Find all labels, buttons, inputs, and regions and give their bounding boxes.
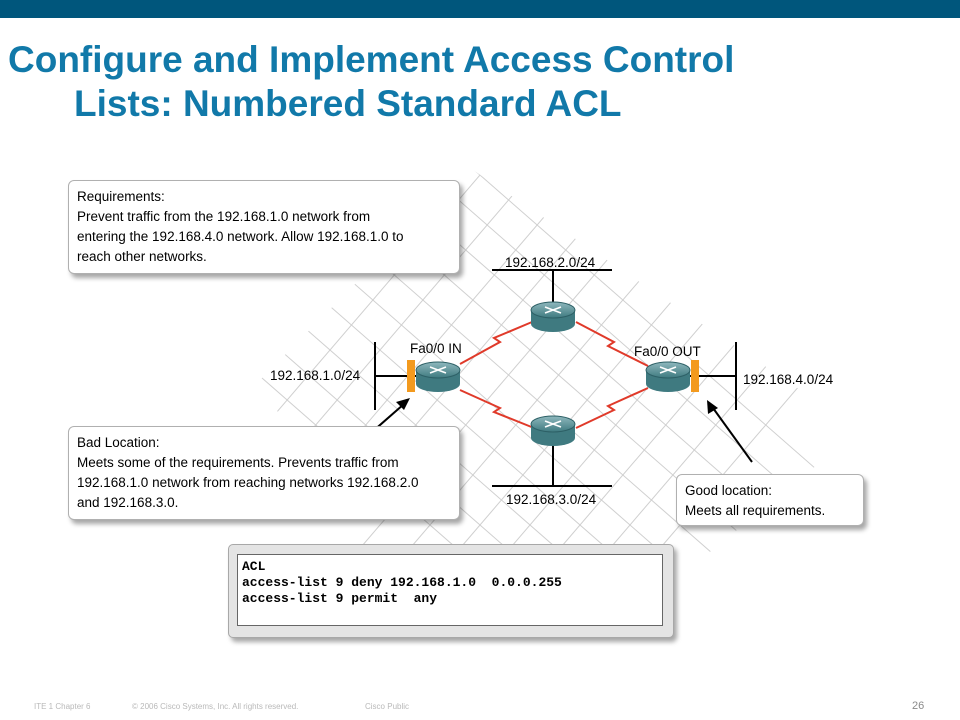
requirements-line: reach other networks. [77, 249, 207, 264]
bad-location-heading: Bad Location: [77, 435, 160, 450]
footer-chapter: ITE 1 Chapter 6 [34, 702, 91, 711]
serial-link-icon [459, 321, 649, 429]
requirements-line: Prevent traffic from the 192.168.1.0 net… [77, 209, 371, 224]
top-banner [0, 0, 960, 18]
requirements-heading: Requirements: [77, 189, 165, 204]
good-location-heading: Good location: [685, 483, 773, 498]
bad-location-line: Meets some of the requirements. Prevents… [77, 455, 399, 470]
good-location-line: Meets all requirements. [685, 503, 826, 518]
slide-title: Configure and Implement Access Control L… [8, 38, 948, 126]
acl-config-code: ACL access-list 9 deny 192.168.1.0 0.0.0… [237, 554, 663, 626]
acl-code-line: access-list 9 deny 192.168.1.0 0.0.0.255 [242, 575, 562, 590]
bad-location-line: and 192.168.3.0. [77, 495, 179, 510]
requirements-callout: Requirements: Prevent traffic from the 1… [68, 180, 460, 274]
router-icon-top [530, 301, 576, 332]
network-label-192-168-3-0: 192.168.3.0/24 [506, 492, 597, 507]
footer-copyright: © 2006 Cisco Systems, Inc. All rights re… [132, 702, 299, 711]
title-line-1: Configure and Implement Access Control [8, 39, 735, 80]
footer-classification: Cisco Public [365, 702, 410, 711]
acl-code-line: access-list 9 permit any [242, 591, 438, 606]
interface-label-in: Fa0/0 IN [410, 341, 462, 356]
bad-location-line: 192.168.1.0 network from reaching networ… [77, 475, 419, 490]
router-icon-right [645, 361, 691, 392]
interface-label-out: Fa0/0 OUT [634, 344, 701, 359]
acl-filter-marker-icon-right [691, 360, 699, 392]
page-number: 26 [912, 700, 925, 712]
pointer-arrow-icon-good [707, 400, 753, 463]
network-label-192-168-1-0: 192.168.1.0/24 [270, 368, 361, 383]
acl-code-line: ACL [242, 559, 266, 574]
router-icon-left [415, 361, 461, 392]
title-line-2: Lists: Numbered Standard ACL [74, 83, 622, 124]
acl-config-panel: ACL access-list 9 deny 192.168.1.0 0.0.0… [228, 544, 674, 638]
acl-filter-marker-icon-left [407, 360, 415, 392]
router-icon-bottom [530, 415, 576, 446]
requirements-line: entering the 192.168.4.0 network. Allow … [77, 229, 404, 244]
bad-location-callout: Bad Location: Meets some of the requirem… [68, 426, 460, 520]
network-label-192-168-4-0: 192.168.4.0/24 [743, 372, 834, 387]
network-label-192-168-2-0: 192.168.2.0/24 [505, 255, 596, 270]
good-location-callout: Good location: Meets all requirements. [676, 474, 864, 526]
